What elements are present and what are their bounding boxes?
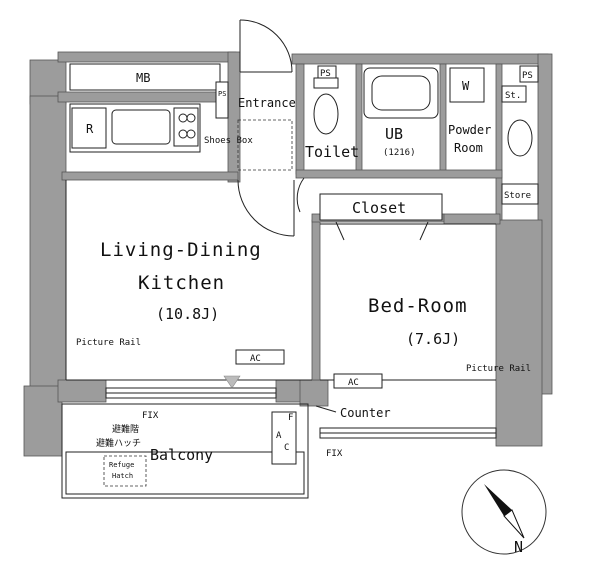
ps-left-box xyxy=(215,81,229,119)
ldk-door-swing xyxy=(237,179,295,237)
ac-ldk-unit xyxy=(235,349,285,365)
compass-needle-icon xyxy=(484,484,512,516)
wall-segment xyxy=(57,51,237,63)
ldk-label-1: Living-Dining xyxy=(100,239,262,261)
stove-burner-icon xyxy=(186,113,196,123)
balcony-outline xyxy=(61,403,309,499)
bathtub-inner xyxy=(371,75,431,111)
ac-bed-label: AC xyxy=(348,378,359,388)
bathtub xyxy=(363,67,439,119)
shoes-box-area xyxy=(237,119,293,171)
triangle-marker-icon xyxy=(223,375,241,389)
ps-top2-label: PS xyxy=(522,71,533,81)
washbasin xyxy=(507,119,533,157)
toilet-label: Toilet xyxy=(305,143,359,161)
fac-f-label: F xyxy=(288,413,293,423)
wall-segment xyxy=(495,63,503,221)
washer-label: W xyxy=(462,79,470,93)
closet-door-right xyxy=(419,221,429,241)
ldk-size-label: (10.8J) xyxy=(156,305,219,323)
store-label: Store xyxy=(504,191,531,201)
st-box xyxy=(501,85,527,103)
ldk-label-2: Kitchen xyxy=(138,272,225,294)
wall-segment xyxy=(439,63,447,175)
refrigerator xyxy=(71,107,107,149)
fac-unit xyxy=(271,411,297,465)
st-label: St. xyxy=(505,91,521,101)
refuge-hatch-label-2: Hatch xyxy=(112,472,133,480)
toilet-bowl xyxy=(313,93,339,135)
stove-burner-icon xyxy=(186,129,196,139)
balcony-rail xyxy=(65,451,305,495)
refuge-hatch-label-1: Refuge xyxy=(109,461,134,469)
inner-lines xyxy=(61,180,497,499)
ps-top1-box xyxy=(317,65,337,79)
bedroom-label: Bed-Room xyxy=(368,295,468,317)
wall-segment xyxy=(57,379,107,403)
entrance-label: Entrance xyxy=(238,96,296,110)
counter-label: Counter xyxy=(340,406,391,420)
kitchen-counter: R xyxy=(69,103,201,153)
ac-ldk-label: AC xyxy=(250,354,261,364)
ub-label: UB xyxy=(385,125,403,143)
mb-box xyxy=(69,63,221,91)
wall-segment xyxy=(61,171,239,181)
store-box xyxy=(501,183,539,205)
ub-size-label: (1216) xyxy=(383,148,416,158)
powder-label-1: Powder xyxy=(448,123,491,137)
refrigerator-label: R xyxy=(86,122,94,136)
wall-segment xyxy=(57,91,239,103)
closet-door-left xyxy=(335,221,345,241)
stove xyxy=(173,107,199,147)
ps-top2-box xyxy=(519,65,539,83)
wall-segment xyxy=(443,213,501,225)
picture-rail-right-label: Picture Rail xyxy=(466,364,531,374)
kitchen-sink xyxy=(111,109,171,145)
wall-segment xyxy=(23,385,63,457)
hatch-jp-label-1: 避難階 xyxy=(112,423,139,435)
wall-segment xyxy=(295,169,503,179)
wall-segment xyxy=(495,219,543,447)
entrance-door-swing xyxy=(239,19,293,73)
bedroom-size-label: (7.6J) xyxy=(406,330,460,348)
shoes-box-label: Shoes Box xyxy=(204,136,253,146)
wall-segment xyxy=(29,95,67,397)
compass-needle-tail-icon xyxy=(503,509,525,539)
mb-label: MB xyxy=(136,71,150,85)
wall-segment xyxy=(299,379,329,407)
ps-top1-label: PS xyxy=(320,69,331,79)
closet-label: Closet xyxy=(352,199,406,217)
wall-segment xyxy=(295,63,305,175)
compass-north-label: N xyxy=(514,538,523,556)
washer-pan xyxy=(449,67,485,103)
fix-right-label: FIX xyxy=(326,449,343,459)
powder-label-2: Room xyxy=(454,141,483,155)
wall-segment xyxy=(291,53,549,65)
fac-a-label: A xyxy=(276,431,282,441)
hatch-jp-label-2: 避難ハッチ xyxy=(96,437,141,449)
fac-c-label: C xyxy=(284,443,289,453)
ac-bed-unit xyxy=(333,373,383,389)
toilet-door-swing xyxy=(296,177,305,213)
toilet-tank xyxy=(313,77,339,89)
wall-segment xyxy=(311,219,321,381)
picture-rail-left-label: Picture Rail xyxy=(76,338,141,348)
closet-box xyxy=(319,193,443,221)
ps-left-label: PS xyxy=(218,90,226,98)
balcony-label: Balcony xyxy=(150,446,213,464)
compass: N xyxy=(461,469,547,556)
fix-left-label: FIX xyxy=(142,411,159,421)
refuge-hatch-box xyxy=(103,455,147,487)
